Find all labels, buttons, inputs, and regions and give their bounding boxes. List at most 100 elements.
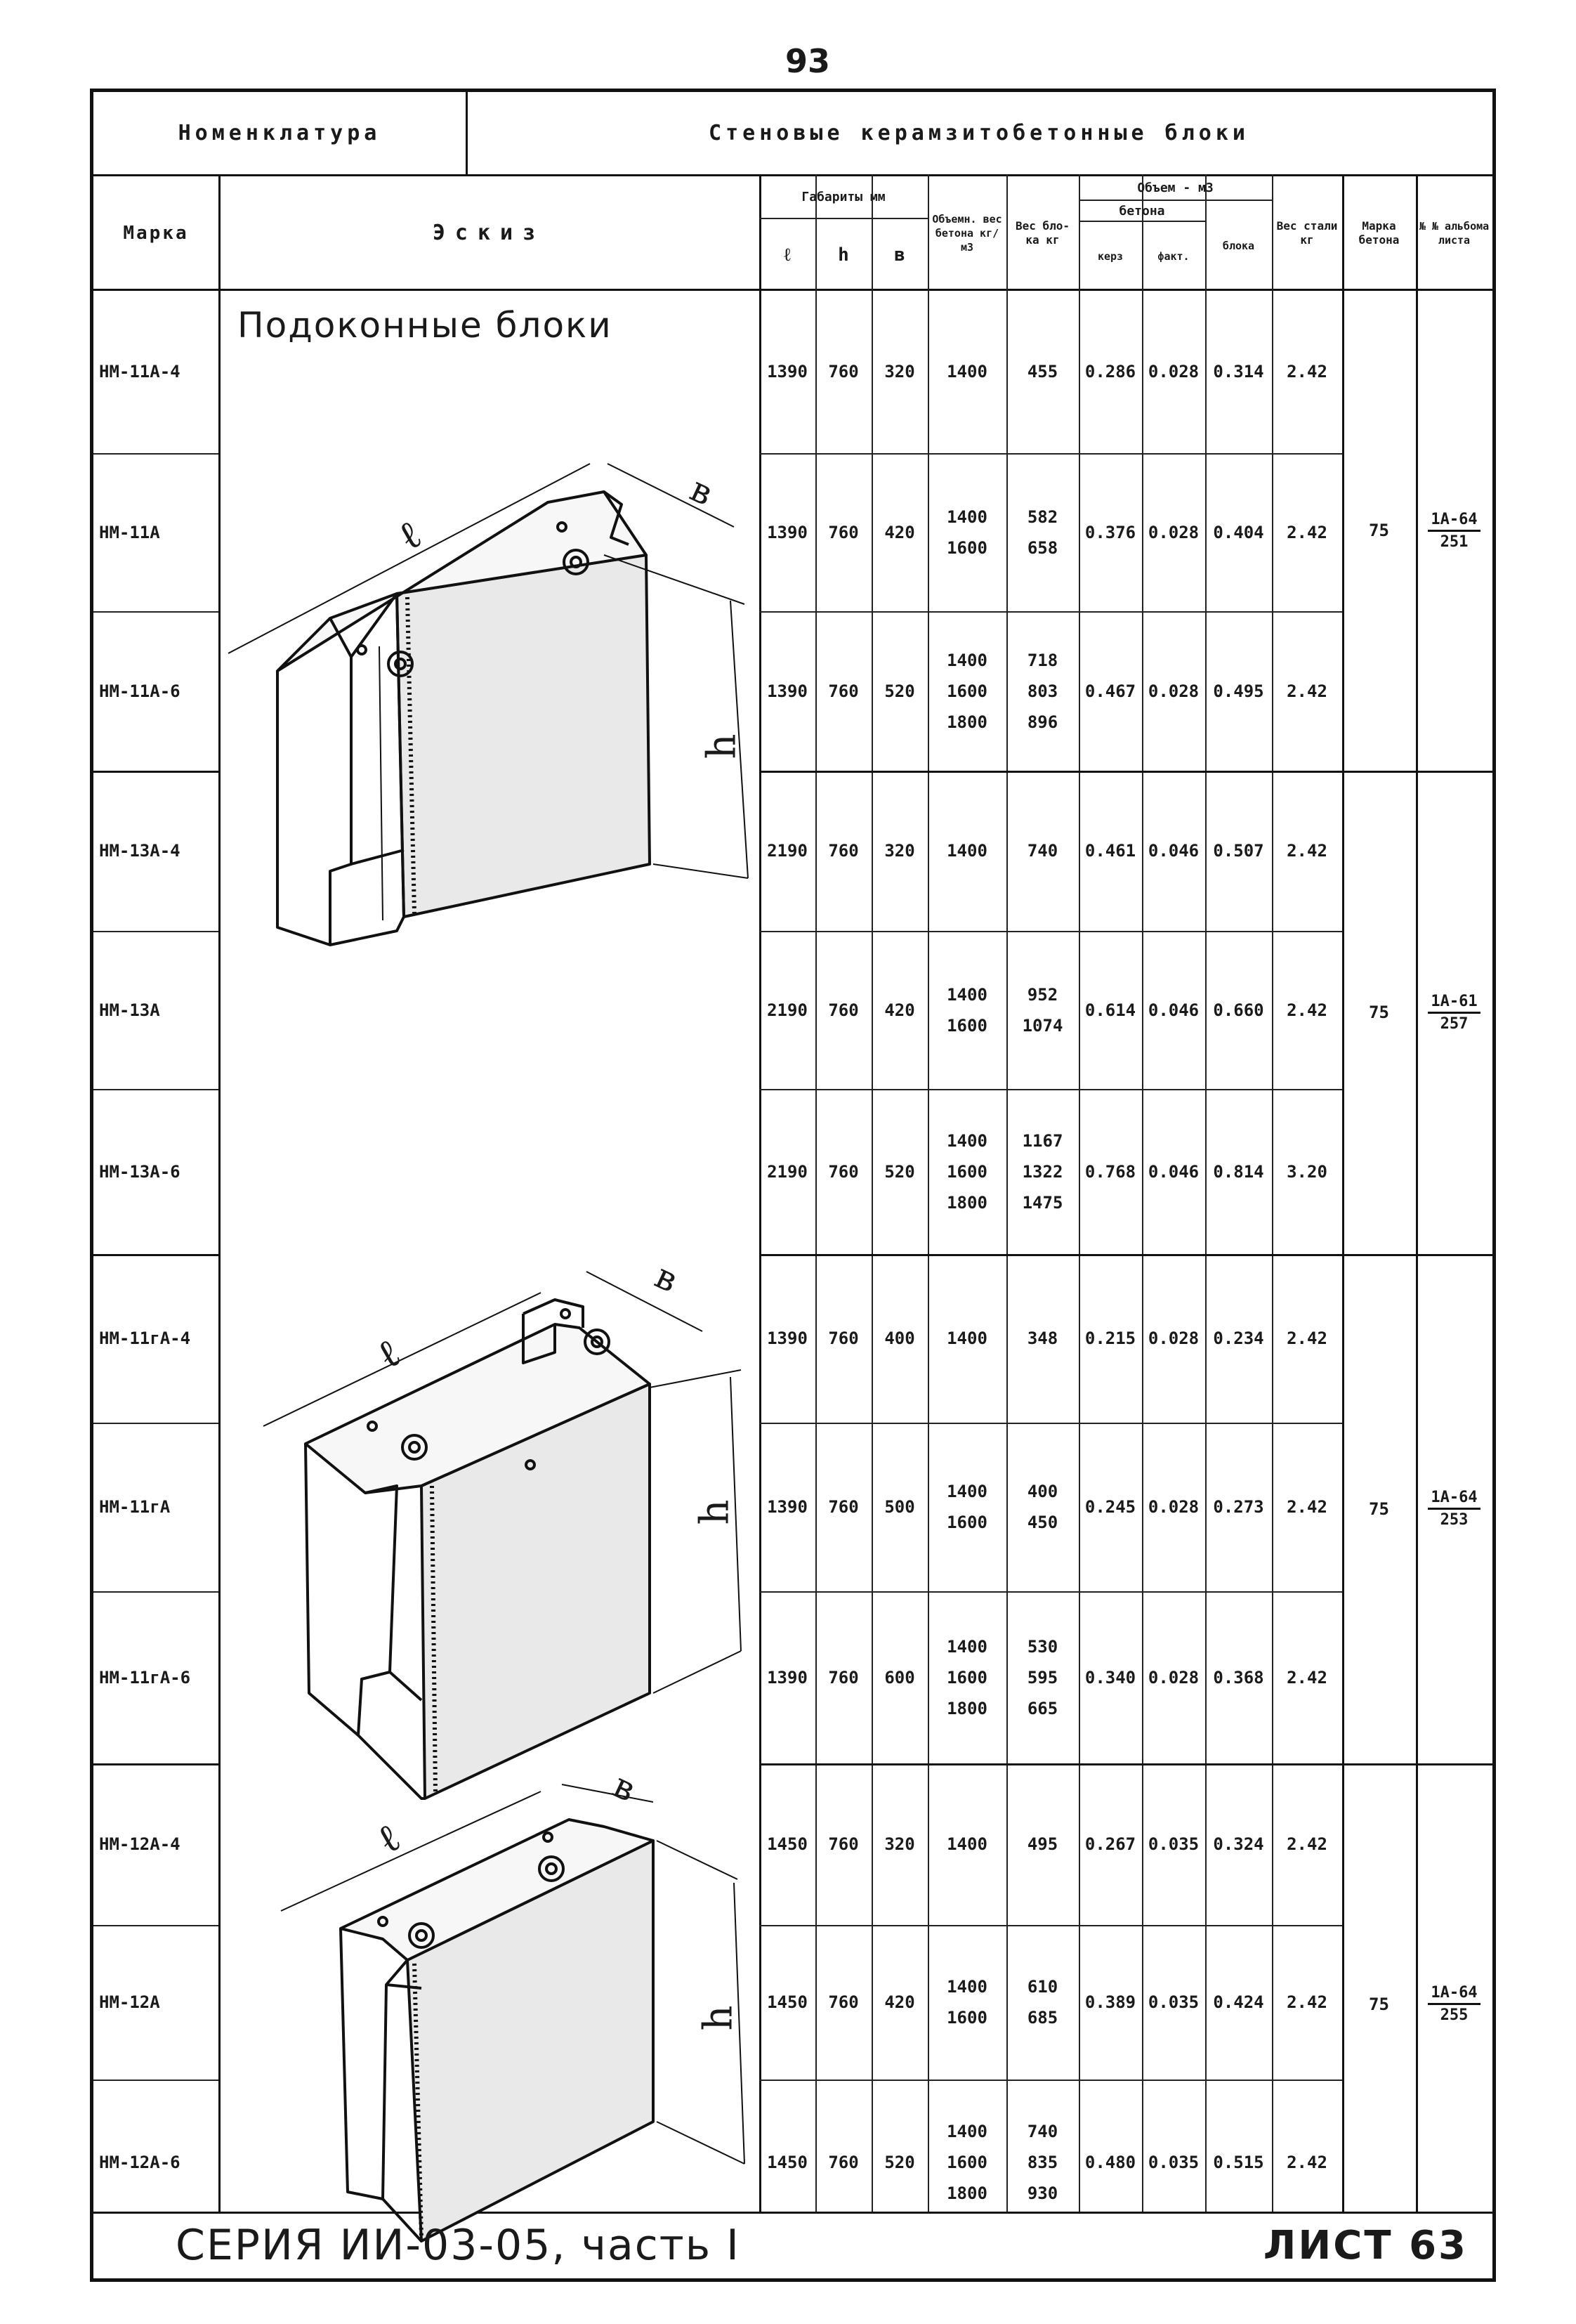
- row-w-value: 658: [1027, 537, 1058, 558]
- grid-vline: [815, 174, 817, 2212]
- row-fakt-cell: 0.028: [1148, 1329, 1200, 1348]
- row-mark: НМ-11гА-4: [99, 1329, 191, 1348]
- row-vw-value: 1800: [947, 1192, 987, 1213]
- row-l-cell: 1390: [767, 1497, 808, 1517]
- row-vw-value: 1600: [947, 1015, 987, 1036]
- row-vw-value: 1400: [947, 650, 987, 670]
- row-l-cell: 2190: [767, 1161, 808, 1182]
- row-w-cell: 610 685: [1006, 1925, 1079, 2080]
- row-w-value: 1475: [1022, 1192, 1063, 1213]
- grid-hline: [759, 453, 1342, 455]
- row-w-value: 665: [1027, 1698, 1058, 1718]
- row-w-value: 740: [1027, 2121, 1058, 2141]
- row-w-value: 400: [1027, 1482, 1058, 1501]
- row-vw-value: 1800: [947, 712, 987, 732]
- row-b-cell: 520: [884, 1161, 915, 1182]
- row-steel-cell: 2.42: [1287, 1000, 1327, 1020]
- row-block-cell: 0.424: [1213, 1992, 1264, 2012]
- grid-hline: [759, 1591, 1342, 1593]
- grid-hline: [759, 611, 1342, 613]
- row-b-cell: 320: [884, 362, 915, 381]
- row-vw-value: 1600: [947, 2008, 987, 2028]
- row-h-cell: 760: [828, 1161, 859, 1182]
- row-vw-value: 1400: [947, 984, 987, 1005]
- col-sketch-header: Эскиз: [432, 221, 546, 245]
- sheet-ref-numerator: 1А-64: [1428, 1984, 1480, 2005]
- row-w-value: 685: [1027, 2008, 1058, 2028]
- col-dim-l: ℓ: [784, 244, 791, 266]
- row-fakt-cell: 0.046: [1148, 841, 1200, 861]
- sketch1-height-label: h: [699, 733, 745, 759]
- sketch-block-3: [280, 1784, 745, 2243]
- row-vw-value: 1400: [947, 841, 987, 861]
- row-l-cell: 2190: [767, 1000, 808, 1020]
- grid-vline: [1205, 174, 1207, 2212]
- row-vw-value: 1600: [947, 537, 987, 558]
- row-fakt-cell: 0.035: [1148, 1834, 1200, 1854]
- col-steel-header: Вес стали кг: [1276, 218, 1338, 247]
- row-h-cell: 760: [828, 1329, 859, 1348]
- sheet-label: ЛИСТ 63: [1263, 2222, 1468, 2268]
- sketch-block-1: [228, 463, 749, 946]
- row-w-value: 1167: [1022, 1130, 1063, 1151]
- row-block-cell: 0.368: [1213, 1667, 1264, 1687]
- row-block-cell: 0.507: [1213, 841, 1264, 861]
- row-h-cell: 760: [828, 1667, 859, 1687]
- row-b-cell: 520: [884, 681, 915, 701]
- row-fakt-cell: 0.028: [1148, 1667, 1200, 1687]
- row-steel-cell: 2.42: [1287, 522, 1327, 542]
- col-volume-header: Объем - м3: [1137, 181, 1214, 195]
- row-mark: НМ-11А: [99, 522, 160, 542]
- row-ker-cell: 0.340: [1084, 1667, 1136, 1687]
- row-w-value: 610: [1027, 1977, 1058, 1997]
- page-number: 93: [784, 42, 830, 80]
- row-ker-cell: 0.286: [1084, 362, 1136, 381]
- series-label: СЕРИЯ ИИ-03-05, часть I: [176, 2221, 740, 2270]
- row-vw-value: 1400: [947, 507, 987, 527]
- sheet-ref-denominator: 251: [1440, 533, 1469, 551]
- grid-hline: [93, 1089, 218, 1090]
- row-vw-value: 1400: [947, 1636, 987, 1657]
- grid-vline: [1416, 174, 1418, 2212]
- row-w-value: 1074: [1022, 1015, 1063, 1036]
- row-l-cell: 2190: [767, 841, 808, 861]
- row-block-cell: 0.404: [1213, 522, 1264, 542]
- row-steel-cell: 2.42: [1287, 1329, 1327, 1348]
- grid-hline: [759, 931, 1342, 932]
- grid-hline: [759, 1925, 1342, 1926]
- col-block-volume: блока: [1222, 239, 1255, 252]
- row-vw-cell: 1400: [928, 290, 1006, 453]
- group-concrete-mark: 75: [1369, 1003, 1389, 1022]
- grid-hline: [93, 2212, 1492, 2214]
- row-fakt-cell: 0.028: [1148, 1497, 1200, 1517]
- sheet-ref-numerator: 1А-64: [1428, 511, 1480, 532]
- row-steel-cell: 2.42: [1287, 841, 1327, 861]
- row-mark: НМ-13А-4: [99, 841, 180, 861]
- grid-hline: [93, 771, 218, 773]
- row-h-cell: 760: [828, 2152, 859, 2172]
- row-vw-value: 1400: [947, 1130, 987, 1151]
- row-w-cell: 348: [1006, 1254, 1079, 1423]
- row-block-cell: 0.660: [1213, 1000, 1264, 1020]
- grid-hline: [759, 218, 928, 219]
- row-steel-cell: 2.42: [1287, 1834, 1327, 1854]
- row-fakt-cell: 0.028: [1148, 681, 1200, 701]
- grid-hline: [93, 1925, 218, 1926]
- row-w-value: 450: [1027, 1513, 1058, 1532]
- row-w-value: 740: [1027, 841, 1058, 861]
- row-h-cell: 760: [828, 841, 859, 861]
- row-l-cell: 1390: [767, 522, 808, 542]
- row-vw-value: 1800: [947, 1698, 987, 1718]
- grid-hline: [93, 289, 1492, 291]
- group-concrete-mark: 75: [1369, 1499, 1389, 1519]
- sheet-ref-numerator: 1А-64: [1428, 1489, 1480, 1510]
- row-w-value: 495: [1027, 1834, 1058, 1854]
- grid-vline: [1342, 174, 1344, 2212]
- row-w-value: 718: [1027, 650, 1058, 670]
